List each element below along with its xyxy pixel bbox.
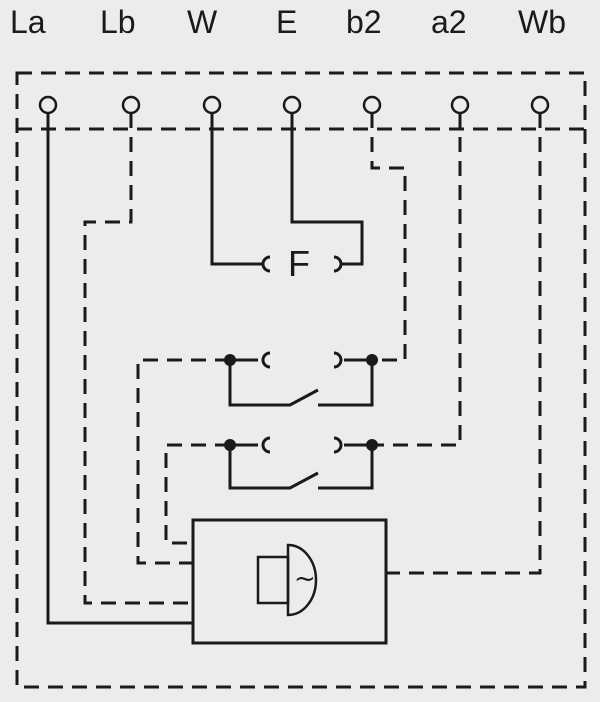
wire-upper-switch-motor — [136, 358, 230, 565]
wire-a2 — [372, 113, 462, 447]
terminal-label-w: W — [187, 4, 218, 40]
wire-la — [46, 113, 193, 625]
wire-lb — [83, 113, 193, 605]
upper-switch-blade — [228, 360, 319, 407]
terminal-la[interactable] — [38, 95, 58, 115]
terminal-b2[interactable] — [362, 95, 382, 115]
terminal-a2[interactable] — [450, 95, 470, 115]
wire-wb — [386, 113, 542, 575]
motor-ac-symbol: ~ — [294, 564, 316, 594]
field-coil-label: F — [288, 243, 310, 284]
upper-switch-return — [318, 360, 374, 407]
wire-b2 — [370, 113, 407, 362]
junction-dot — [224, 439, 236, 451]
wire-lower-switch-motor — [164, 443, 230, 545]
terminal-label-a2: a2 — [431, 4, 467, 40]
terminal-w[interactable] — [202, 95, 222, 115]
terminal-e[interactable] — [282, 95, 302, 115]
terminal-label-la: La — [10, 4, 46, 40]
terminal-row — [38, 95, 550, 115]
wire-e — [290, 113, 364, 266]
terminal-label-wb: Wb — [518, 4, 566, 40]
field-contact-left — [261, 255, 271, 273]
motor-shaft-block — [256, 555, 290, 605]
upper-switch — [136, 351, 378, 565]
outer-enclosure — [15, 71, 587, 689]
terminal-label-b2: b2 — [346, 4, 382, 40]
junction-dot — [366, 354, 378, 366]
motor-box — [191, 518, 388, 645]
terminal-label-e: E — [276, 4, 298, 40]
field-contact-right — [333, 255, 343, 273]
terminal-wb[interactable] — [530, 95, 550, 115]
terminal-lb[interactable] — [121, 95, 141, 115]
junction-dot — [366, 439, 378, 451]
lower-switch-return — [318, 445, 374, 490]
wire-w — [210, 113, 262, 266]
lower-switch — [164, 436, 378, 545]
motor-dome — [286, 543, 318, 617]
junction-dot — [224, 354, 236, 366]
terminal-label-lb: Lb — [100, 4, 136, 40]
lower-switch-blade — [228, 445, 319, 490]
